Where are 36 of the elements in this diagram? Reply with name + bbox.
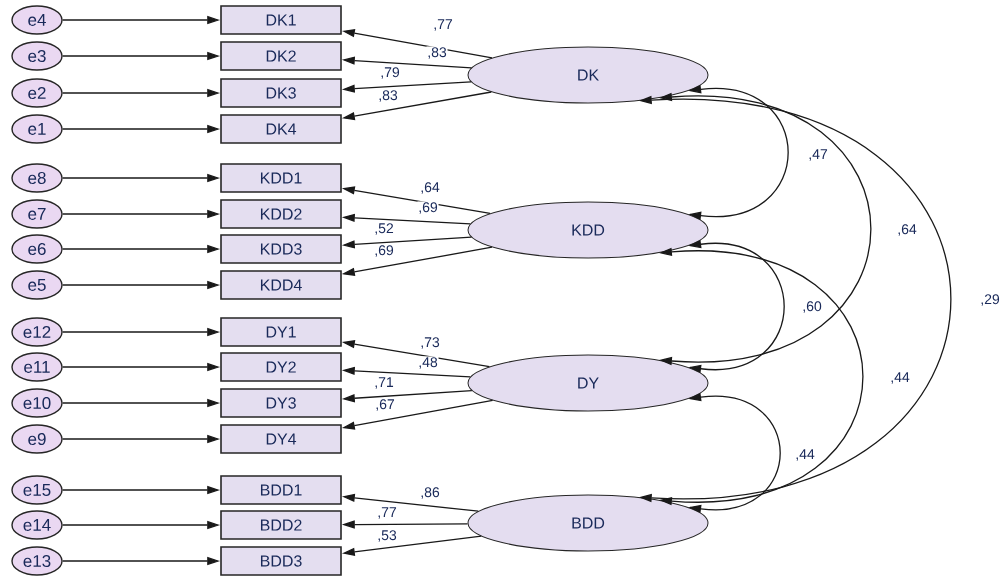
edge-label: ,77: [376, 506, 398, 520]
edge-label: ,83: [377, 89, 399, 103]
edge-label: ,64: [896, 223, 918, 237]
edge-label: ,79: [379, 66, 401, 80]
indicator-box: DK4: [220, 114, 342, 144]
edge-label: ,52: [373, 222, 395, 236]
edge-label: ,77: [432, 18, 454, 32]
edge-label: ,60: [801, 300, 823, 314]
edge-label: ,69: [417, 201, 439, 215]
indicator-box: DK2: [220, 41, 342, 71]
indicator-box: BDD1: [220, 475, 342, 505]
indicator-box: DY4: [220, 424, 342, 454]
edge-label: ,69: [373, 244, 395, 258]
indicator-box: BDD2: [220, 510, 342, 540]
edge-label: ,48: [417, 356, 439, 370]
indicator-box: DK3: [220, 78, 342, 108]
indicator-box: DY2: [220, 352, 342, 382]
edge-label: ,64: [419, 181, 441, 195]
edge-label: ,83: [426, 46, 448, 60]
edge-label: ,71: [373, 376, 395, 390]
indicator-box: KDD1: [220, 163, 342, 193]
edge-label: ,47: [807, 148, 829, 162]
edge-label: ,73: [419, 336, 441, 350]
indicator-box: DY3: [220, 388, 342, 418]
edge-label: ,29: [979, 293, 1001, 307]
indicator-box: DY1: [220, 317, 342, 347]
edge-label: ,44: [889, 371, 911, 385]
indicator-box: BDD3: [220, 546, 342, 576]
edge-label: ,86: [419, 486, 441, 500]
indicator-box: KDD2: [220, 199, 342, 229]
indicator-box: KDD4: [220, 270, 342, 300]
indicator-box: DK1: [220, 5, 342, 35]
edge-label: ,67: [374, 398, 396, 412]
edge-label: ,44: [794, 448, 816, 462]
indicator-box: KDD3: [220, 234, 342, 264]
edge-label: ,53: [376, 529, 398, 543]
